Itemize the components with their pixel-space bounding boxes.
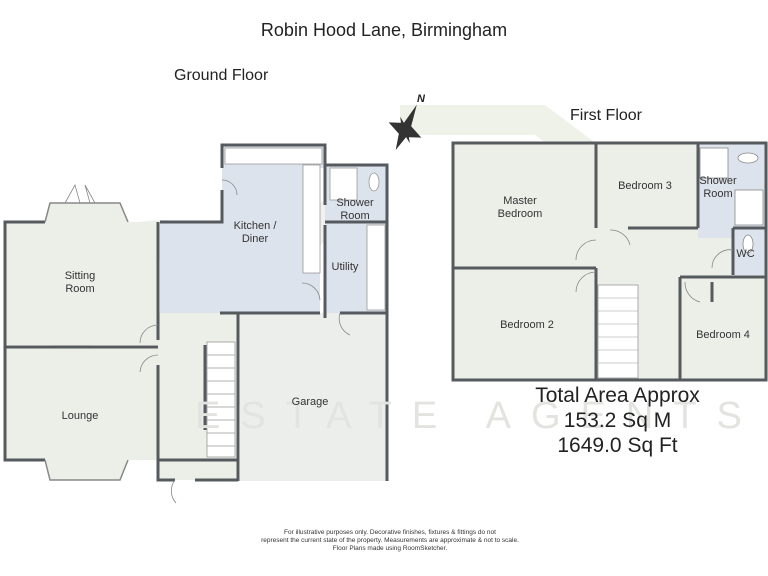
room-kitchen-diner: Kitchen /Diner — [233, 220, 277, 245]
compass-north-label: N — [417, 93, 425, 105]
room-garage: Garage — [291, 396, 329, 408]
room-bedroom-3: Bedroom 3 — [618, 180, 672, 192]
compass-star-icon — [388, 104, 422, 150]
room-wc: WC — [736, 248, 755, 260]
total-area-heading: Total Area Approx — [535, 384, 700, 407]
total-area: Total Area Approx 153.2 Sq M 1649.0 Sq F… — [505, 383, 730, 458]
disclaimer: For illustrative purposes only. Decorati… — [261, 529, 519, 552]
room-utility: Utility — [331, 261, 359, 273]
room-bedroom-2: Bedroom 2 — [500, 319, 554, 331]
ground-floor-label: Ground Floor — [174, 67, 269, 84]
first-floor-plan — [451, 141, 768, 382]
total-area-sqft: 1649.0 Sq Ft — [557, 434, 678, 457]
page-title: Robin Hood Lane, Birmingham — [260, 20, 508, 40]
first-floor-label: First Floor — [570, 107, 642, 124]
watermark-text: ESTATE AGENTS — [195, 395, 762, 437]
ground-floor-plan — [3, 143, 389, 504]
total-area-sqm: 153.2 Sq M — [563, 409, 672, 432]
room-bedroom-4: Bedroom 4 — [696, 329, 750, 341]
room-lounge: Lounge — [61, 410, 99, 422]
